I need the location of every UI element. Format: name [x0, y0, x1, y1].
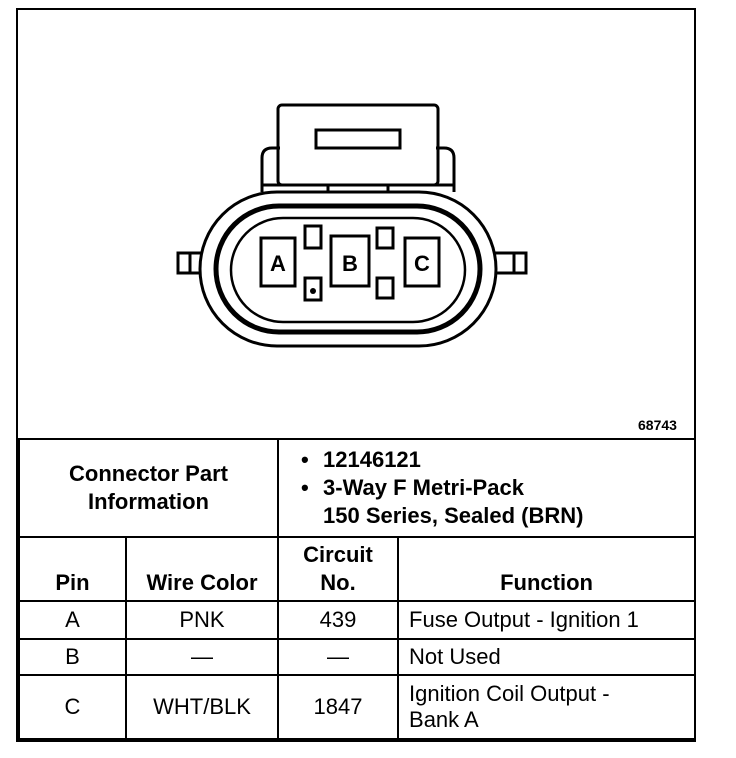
keying-slots — [303, 224, 395, 302]
function-cell: Ignition Coil Output - Bank A — [397, 674, 697, 740]
header-row: Pin Wire Color Circuit No. Function — [18, 536, 697, 602]
side-ears — [176, 251, 528, 275]
function-line2: Bank A — [409, 707, 479, 732]
header-pin: Pin — [18, 536, 127, 602]
connector-diagram: A B C 68743 — [18, 10, 694, 438]
part-number: 12146121 — [323, 447, 421, 472]
terminal-c: C — [403, 236, 441, 288]
circuit-cell: — — [277, 638, 400, 676]
function-line1: Not Used — [409, 644, 501, 669]
table-row: B — — Not Used — [18, 638, 697, 676]
pin-cell: B — [18, 638, 127, 676]
connector-part-label: Connector Part Information — [17, 438, 280, 538]
pin-cell: C — [18, 674, 127, 740]
part-desc-line2: 150 Series, Sealed (BRN) — [323, 503, 584, 528]
wire-color-cell: WHT/BLK — [124, 674, 280, 740]
circuit-cell: 1847 — [277, 674, 400, 740]
connector-part-label-line1: Connector Part — [69, 461, 228, 486]
part-desc-item: • 3-Way F Metri-Pack — [301, 474, 694, 502]
header-wire-color: Wire Color — [124, 536, 280, 602]
circuit-cell: 439 — [277, 600, 400, 640]
function-line1: Ignition Coil Output - — [409, 681, 610, 706]
bullet-icon: • — [301, 447, 309, 472]
pin-label-a: A — [270, 251, 286, 276]
bullet-icon: • — [301, 475, 309, 500]
table-row: C WHT/BLK 1847 Ignition Coil Output - Ba… — [18, 674, 697, 740]
terminal-a: A — [259, 236, 297, 288]
part-desc-line1: 3-Way F Metri-Pack — [323, 475, 524, 500]
function-cell: Fuse Output - Ignition 1 — [397, 600, 697, 640]
header-circuit-line1: Circuit — [303, 542, 373, 567]
pin-label-b: B — [342, 251, 358, 276]
terminal-b: B — [329, 234, 371, 288]
connector-part-details: • 12146121 • 3-Way F Metri-Pack 150 Series… — [277, 438, 697, 538]
connector-drawing: A B C — [176, 103, 528, 348]
wire-color-cell: PNK — [124, 600, 280, 640]
connector-frame: A B C 68743 — [16, 8, 697, 742]
pin-cell: A — [18, 600, 127, 640]
part-number-item: • 12146121 — [301, 446, 694, 474]
function-line1: Fuse Output - Ignition 1 — [409, 607, 639, 632]
connector-info-table: Connector Part Information • 12146121 • 3-… — [17, 438, 697, 740]
connector-part-label-line2: Information — [88, 489, 209, 514]
header-circuit: Circuit No. — [277, 536, 400, 602]
header-circuit-line2: No. — [320, 570, 356, 595]
figure-number: 68743 — [638, 417, 677, 433]
function-cell: Not Used — [397, 638, 697, 676]
wire-color-cell: — — [124, 638, 280, 676]
pin-label-c: C — [414, 251, 430, 276]
locking-tab — [260, 103, 456, 192]
connector-part-info-row: Connector Part Information • 12146121 • 3-… — [17, 438, 697, 538]
header-function: Function — [397, 536, 697, 602]
table-row: A PNK 439 Fuse Output - Ignition 1 — [18, 600, 697, 640]
